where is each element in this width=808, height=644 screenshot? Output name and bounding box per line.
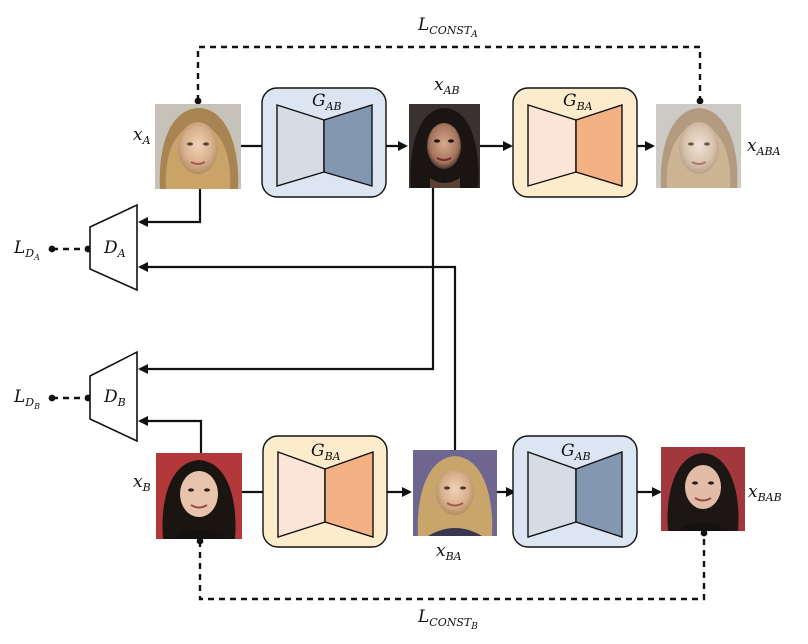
discriminator-b <box>89 350 138 443</box>
generator-ba-top <box>512 87 638 198</box>
label-d-b: DB <box>103 387 126 409</box>
label-x-aba: xABA <box>747 136 781 158</box>
label-x-ba: xBA <box>436 541 462 563</box>
label-g-ab-top: GAB <box>312 91 342 113</box>
label-x-a: xA <box>133 125 151 147</box>
image-x-a <box>155 104 241 189</box>
loss-da-dot-left <box>48 245 56 253</box>
const-loss-b-dot-left <box>196 537 204 545</box>
const-loss-b-path <box>198 533 706 601</box>
image-x-b <box>156 453 242 539</box>
label-d-a: DA <box>103 238 126 260</box>
label-x-bab: xBAB <box>748 482 782 504</box>
const-loss-b-dot-right <box>700 529 708 537</box>
image-x-aba <box>656 104 741 188</box>
loss-db-dot-left <box>48 394 56 402</box>
const-loss-a-path <box>196 45 702 101</box>
wire-xa-to-da <box>138 189 202 227</box>
wire-xb-to-db <box>138 416 203 453</box>
label-l-const-b: LCONSTB <box>417 607 478 632</box>
const-loss-a-dot-left <box>194 97 202 105</box>
label-l-const-a: LCONSTA <box>417 15 478 40</box>
image-x-ba <box>413 450 497 536</box>
label-g-ba-bottom: GBA <box>311 441 341 463</box>
generator-ab-bottom <box>512 435 638 548</box>
wire-xba-to-da <box>138 262 457 450</box>
discriminator-a <box>89 203 138 292</box>
image-x-ab <box>409 104 480 188</box>
label-l-d-a: LDA <box>13 238 40 262</box>
label-x-b: xB <box>133 472 151 494</box>
label-g-ab-bottom: GAB <box>561 441 591 463</box>
label-l-d-b: LDB <box>13 387 40 411</box>
label-x-ab: xAB <box>434 75 460 97</box>
const-loss-a-dot-right <box>696 97 704 105</box>
label-g-ba-top: GBA <box>563 91 593 113</box>
generator-ba-bottom <box>262 435 388 548</box>
wire-xab-to-db <box>138 188 435 374</box>
generator-ab-top <box>261 87 387 198</box>
image-x-bab <box>661 447 745 531</box>
